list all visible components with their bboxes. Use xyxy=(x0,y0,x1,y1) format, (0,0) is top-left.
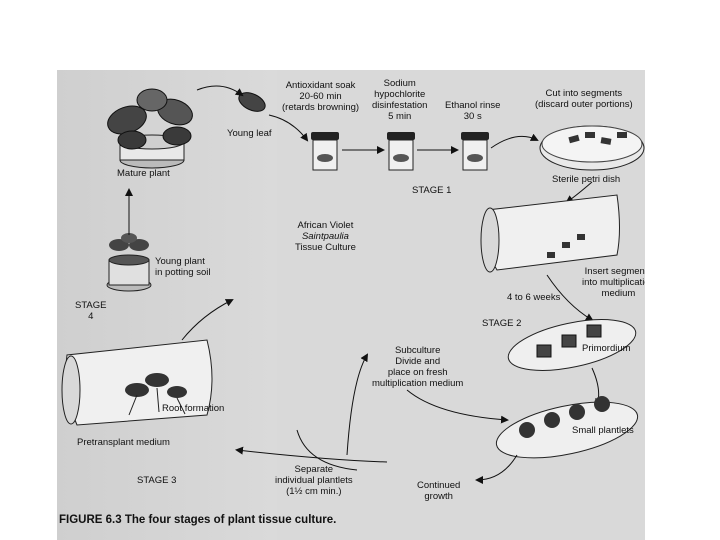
mature-plant-label: Mature plant xyxy=(117,168,170,179)
ethanol-jar-icon xyxy=(461,132,489,171)
continued-growth-label: Continued growth xyxy=(417,480,461,502)
antioxidant-jar-icon xyxy=(311,132,339,171)
stage-1-label: STAGE 1 xyxy=(412,185,452,196)
stage-4-label: STAGE 4 xyxy=(75,300,107,322)
petri-dish-label: Sterile petri dish xyxy=(552,174,621,185)
weeks-label: 4 to 6 weeks xyxy=(507,292,561,303)
mature-plant-icon xyxy=(107,88,193,169)
figure-caption: FIGURE 6.3 The four stages of plant tiss… xyxy=(59,514,337,526)
hypochlorite-jar-icon xyxy=(387,132,415,171)
petri-dish-icon xyxy=(539,125,645,171)
textbook-page: Mature plant Young leaf Antioxidant soak… xyxy=(57,70,645,540)
subculture-label: Subculture Divide and place on fresh mul… xyxy=(372,345,464,389)
young-leaf-label: Young leaf xyxy=(227,128,272,139)
young-plant-pot-icon xyxy=(106,233,152,292)
separate-plantlets-label: Separate individual plantlets (1½ cm min… xyxy=(275,464,353,497)
hypochlorite-label: Sodium hypochlorite disinfestation 5 min xyxy=(372,78,428,122)
young-leaf-icon xyxy=(238,92,266,112)
antioxidant-label: Antioxidant soak 20-60 min (retards brow… xyxy=(282,80,360,113)
primordium-label: Primordium xyxy=(582,343,631,354)
tissue-culture-diagram xyxy=(61,85,645,484)
stage-2-label: STAGE 2 xyxy=(482,318,522,329)
primordium-dish-icon xyxy=(507,319,637,371)
insert-segments-label: Insert segments into multiplication medi… xyxy=(582,266,645,299)
pretransplant-label: Pretransplant medium xyxy=(77,437,170,448)
multiplication-jar-icon xyxy=(480,194,620,273)
root-formation-label: Root formation xyxy=(162,403,225,414)
ethanol-label: Ethanol rinse 30 s xyxy=(445,100,501,122)
root-formation-jar-icon xyxy=(61,339,213,426)
small-plantlets-dish-icon xyxy=(495,396,639,459)
young-plant-label: Young plant in potting soil xyxy=(155,256,211,278)
small-plantlets-label: Small plantlets xyxy=(572,425,634,436)
stage-3-label: STAGE 3 xyxy=(137,475,177,486)
center-title: African Violet Saintpaulia Tissue Cultur… xyxy=(295,220,356,253)
cut-label: Cut into segments (discard outer portion… xyxy=(535,88,633,110)
